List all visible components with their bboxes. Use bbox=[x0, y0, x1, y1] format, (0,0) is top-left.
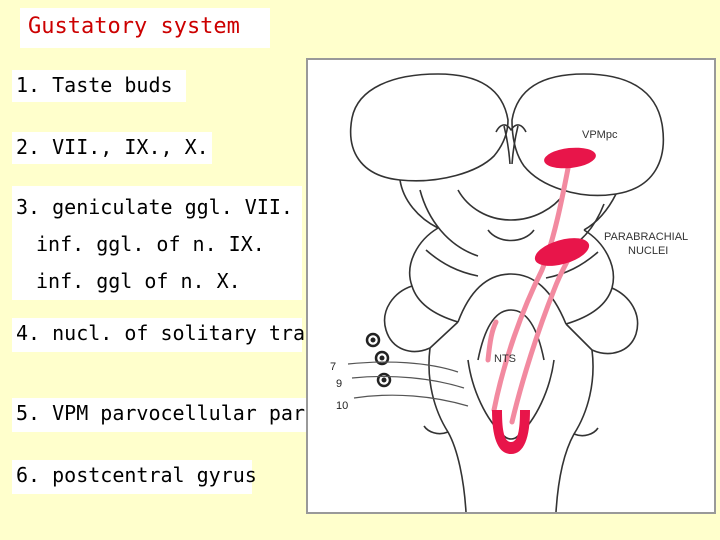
brainstem-diagram: VPMpc PARABRACHIAL NUCLEI NTS 7 9 10 bbox=[306, 58, 716, 514]
label-nerve-9: 9 bbox=[336, 378, 342, 390]
label-parabrachial-2: NUCLEI bbox=[628, 245, 668, 257]
label-nerve-7: 7 bbox=[330, 361, 336, 373]
nuclei bbox=[492, 147, 596, 454]
parabrachial-nucleus bbox=[534, 238, 590, 266]
list-item-ganglia-line-2: inf. ggl. of n. IX. bbox=[36, 232, 265, 256]
list-item-cranial-nerves: 2. VII., IX., X. bbox=[12, 132, 212, 164]
page-title: Gustatory system bbox=[20, 8, 270, 48]
list-item-solitary-nucleus: 4. nucl. of solitary tract bbox=[12, 318, 329, 352]
label-vpmpc: VPMpc bbox=[582, 129, 618, 141]
brainstem-drawing: VPMpc PARABRACHIAL NUCLEI NTS 7 9 10 bbox=[330, 73, 688, 512]
list-item-ganglia-line-1: 3. geniculate ggl. VII. n. bbox=[16, 195, 330, 219]
list-item-ganglia-line-3: inf. ggl of n. X. bbox=[36, 269, 241, 293]
nerve-roots bbox=[347, 332, 469, 407]
list-item-taste-buds: 1. Taste buds bbox=[12, 70, 186, 102]
label-nts: NTS bbox=[494, 353, 516, 365]
list-item-ganglia: 3. geniculate ggl. VII. n. inf. ggl. of … bbox=[12, 186, 330, 300]
list-item-vpm: 5. VPM parvocellular part bbox=[12, 398, 317, 432]
list-item-postcentral-gyrus: 6. postcentral gyrus bbox=[12, 460, 257, 494]
vpmpc-nucleus bbox=[544, 147, 596, 169]
label-nerve-10: 10 bbox=[336, 400, 348, 412]
nts-nucleus bbox=[492, 410, 530, 454]
taste-tracts bbox=[485, 155, 573, 425]
label-parabrachial-1: PARABRACHIAL bbox=[604, 231, 688, 243]
